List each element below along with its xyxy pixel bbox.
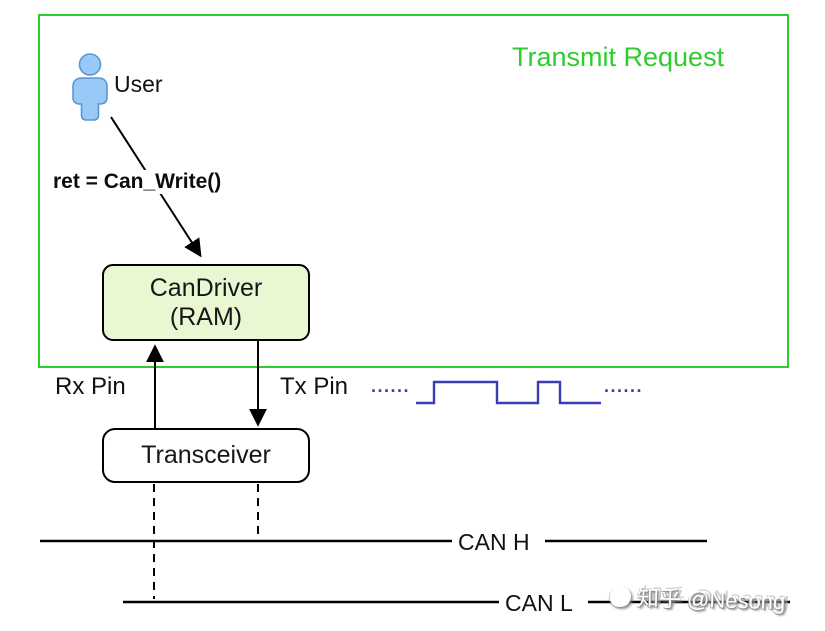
- can-driver-box: CanDriver (RAM): [102, 264, 310, 341]
- watermark-logo-icon: [609, 585, 632, 607]
- rx-pin-label: Rx Pin: [55, 373, 126, 400]
- user-label: User: [114, 71, 163, 97]
- transmit-request-frame: [38, 14, 789, 368]
- transceiver-label: Transceiver: [141, 441, 271, 469]
- can-h-label: CAN H: [458, 529, 530, 556]
- can-driver-label-line1: CanDriver: [149, 273, 263, 302]
- waveform-dots-left: ......: [371, 376, 411, 396]
- can-write-call-label: ret = Can_Write(): [51, 170, 224, 194]
- transceiver-box: Transceiver: [102, 428, 310, 483]
- tx-pin-label: Tx Pin: [280, 373, 349, 400]
- watermark-text: 知乎 @Nesong: [636, 585, 786, 615]
- can-driver-label-line2: (RAM): [169, 302, 243, 331]
- can-l-label: CAN L: [505, 590, 573, 617]
- watermark: 知乎 @Nesong: [609, 580, 786, 617]
- diagram-title: Transmit Request: [512, 42, 725, 72]
- tx-waveform: [416, 380, 601, 405]
- waveform-dots-right: ......: [604, 376, 644, 396]
- user-icon: [72, 53, 108, 121]
